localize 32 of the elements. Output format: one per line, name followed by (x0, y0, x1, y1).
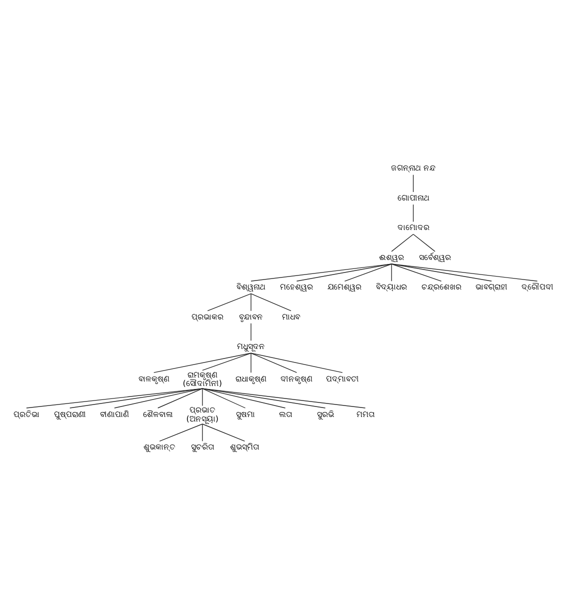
connector (250, 352, 343, 373)
connector (391, 264, 392, 282)
connector (202, 388, 203, 406)
connector (202, 388, 366, 408)
connector (26, 388, 203, 408)
connector (70, 388, 203, 408)
connector (154, 352, 252, 373)
connector (412, 174, 414, 192)
connector (202, 388, 286, 408)
connector (250, 293, 252, 312)
connector (202, 424, 203, 442)
connector (202, 388, 246, 408)
connector (250, 293, 292, 312)
connector (344, 264, 392, 282)
connector (158, 388, 203, 408)
connector (202, 424, 246, 442)
connector (412, 234, 436, 252)
connector (202, 388, 326, 408)
connector (250, 352, 252, 373)
connector (296, 264, 392, 282)
connector (114, 388, 203, 408)
connector (391, 234, 414, 252)
connector (202, 352, 252, 371)
connector (159, 424, 203, 442)
connector (250, 264, 392, 282)
connector (250, 323, 252, 341)
connector (391, 264, 492, 282)
connector (391, 264, 442, 282)
connector (250, 352, 298, 373)
connector (207, 293, 252, 312)
connector (391, 264, 538, 282)
connector (412, 204, 414, 222)
